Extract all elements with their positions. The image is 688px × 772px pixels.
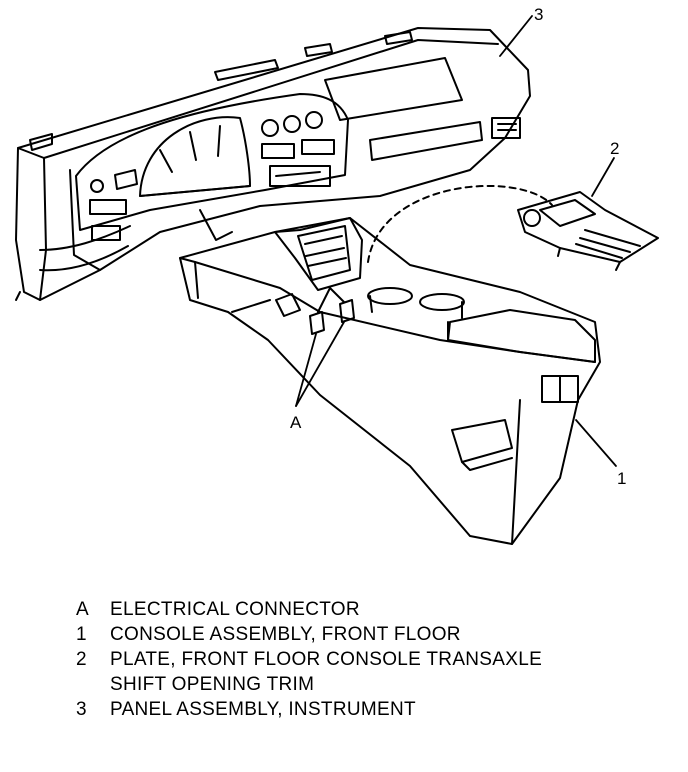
instrument-panel-assembly <box>15 27 531 301</box>
callout-2: 2 <box>610 139 619 158</box>
front-floor-console-assembly <box>179 217 601 545</box>
legend-key: 1 <box>76 624 87 645</box>
legend-text: ELECTRICAL CONNECTOR <box>110 599 360 620</box>
callout-1: 1 <box>617 469 626 488</box>
legend-key: A <box>76 599 89 620</box>
legend-key: 3 <box>76 699 87 720</box>
legend-continuation: SHIFT OPENING TRIM <box>110 674 315 695</box>
installation-guide-line <box>367 184 553 263</box>
callout-A: A <box>290 413 302 432</box>
leader-lines <box>295 15 617 467</box>
legend-text: PANEL ASSEMBLY, INSTRUMENT <box>110 699 416 720</box>
exploded-view-illustration: 3 2 1 A <box>15 5 659 545</box>
callout-3: 3 <box>534 5 543 24</box>
legend-item: 3 PANEL ASSEMBLY, INSTRUMENT <box>74 697 674 722</box>
legend-item: A ELECTRICAL CONNECTOR <box>74 597 674 622</box>
legend-text: CONSOLE ASSEMBLY, FRONT FLOOR <box>110 624 461 645</box>
legend-key: 2 <box>76 649 87 670</box>
legend-item: 1 CONSOLE ASSEMBLY, FRONT FLOOR <box>74 622 674 647</box>
electrical-connectors <box>309 287 355 335</box>
legend-text: PLATE, FRONT FLOOR CONSOLE TRANSAXLE <box>110 649 543 670</box>
parts-legend: A ELECTRICAL CONNECTOR 1 CONSOLE ASSEMBL… <box>74 597 674 722</box>
shift-trim-plate <box>517 191 659 271</box>
legend-item: 2 PLATE, FRONT FLOOR CONSOLE TRANSAXLE <box>74 647 674 672</box>
